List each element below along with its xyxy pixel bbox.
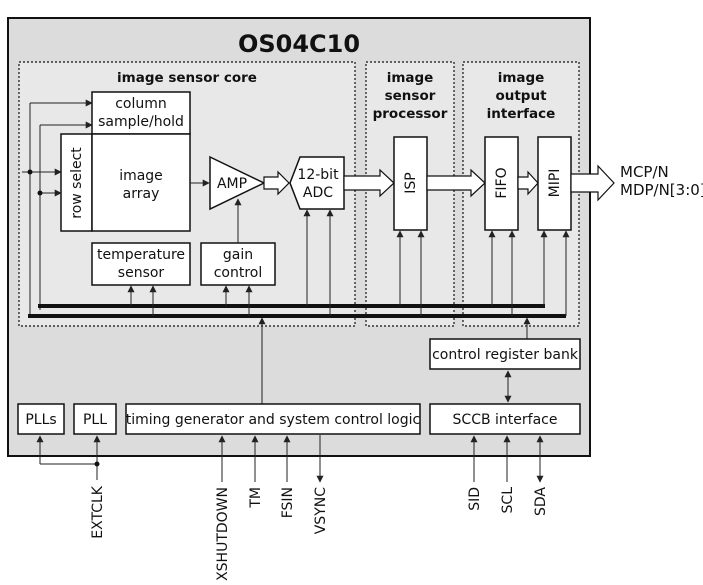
sccb-interface-block [429,403,581,435]
chip-title: OS04C10 [238,30,360,58]
section-label-isp-1: image [387,70,434,86]
sccb-label: SCCB interface [453,412,558,428]
control-register-bank-block [429,338,581,370]
arrow-mipi-output [570,164,615,202]
section-label-output-3: interface [487,106,556,122]
row-select-block [60,133,93,232]
section-label-core: image sensor core [117,70,257,86]
pin-label-extclk: EXTCLK [90,485,106,538]
plls-block [17,403,65,435]
image-array-label-1: image [119,168,163,184]
pin-label-vsync: VSYNC [313,487,329,534]
timing-label: timing generator and system control logi… [126,412,420,428]
temperature-sensor-block [91,242,191,286]
section-label-output-2: output [495,88,547,104]
pll-label: PLL [83,412,107,428]
adc-block [289,156,345,210]
amp-block [209,155,266,211]
fifo-label: FIFO [494,167,510,198]
arrow-adc-to-isp [343,168,395,198]
junction-dot [37,190,43,196]
pin-label-tm: TM [248,487,264,509]
pin-label-sda: SDA [533,487,549,516]
section-label-isp-3: processor [373,106,448,122]
junction-dot [27,169,33,175]
pin-label-scl: SCL [500,487,516,514]
temp-label-1: temperature [97,247,185,263]
junction-dot [94,461,100,467]
column-label-2: sample/hold [98,114,184,130]
gain-control-block [200,242,276,286]
fifo-block [484,136,519,231]
isp-block [393,136,428,231]
pin-label-fsin: FSIN [280,487,296,518]
output-label-mcp: MCP/N [620,163,669,181]
plls-label: PLLs [25,412,56,428]
image-array-block [91,133,191,232]
adc-label-2: ADC [303,185,333,201]
amp-label: AMP [217,176,247,192]
pin-label-sid: SID [467,487,483,511]
column-sample-hold-block [91,91,191,135]
arrow-isp-to-fifo [426,168,486,198]
row-select-label: row select [69,147,85,219]
image-array-label-2: array [123,186,160,202]
isp-label: ISP [403,172,419,193]
timing-generator-block [125,403,421,435]
gain-label-1: gain [223,247,253,263]
arrow-amp-to-adc [263,170,290,196]
adc-label-1: 12-bit [297,167,339,183]
section-label-output-1: image [498,70,545,86]
arrow-fifo-to-mipi [517,170,539,196]
output-label-mdp: MDP/N[3:0] [620,181,703,199]
section-label-isp-2: sensor [385,88,436,104]
ctrl-reg-label: control register bank [432,347,579,363]
pin-label-xshutdown: XSHUTDOWN [215,487,231,581]
mipi-label: MIPI [547,169,563,198]
pll-block [73,403,117,435]
mipi-block [537,136,572,231]
gain-label-2: control [214,265,263,281]
temp-label-2: sensor [118,265,165,281]
column-label-1: column [115,96,167,112]
